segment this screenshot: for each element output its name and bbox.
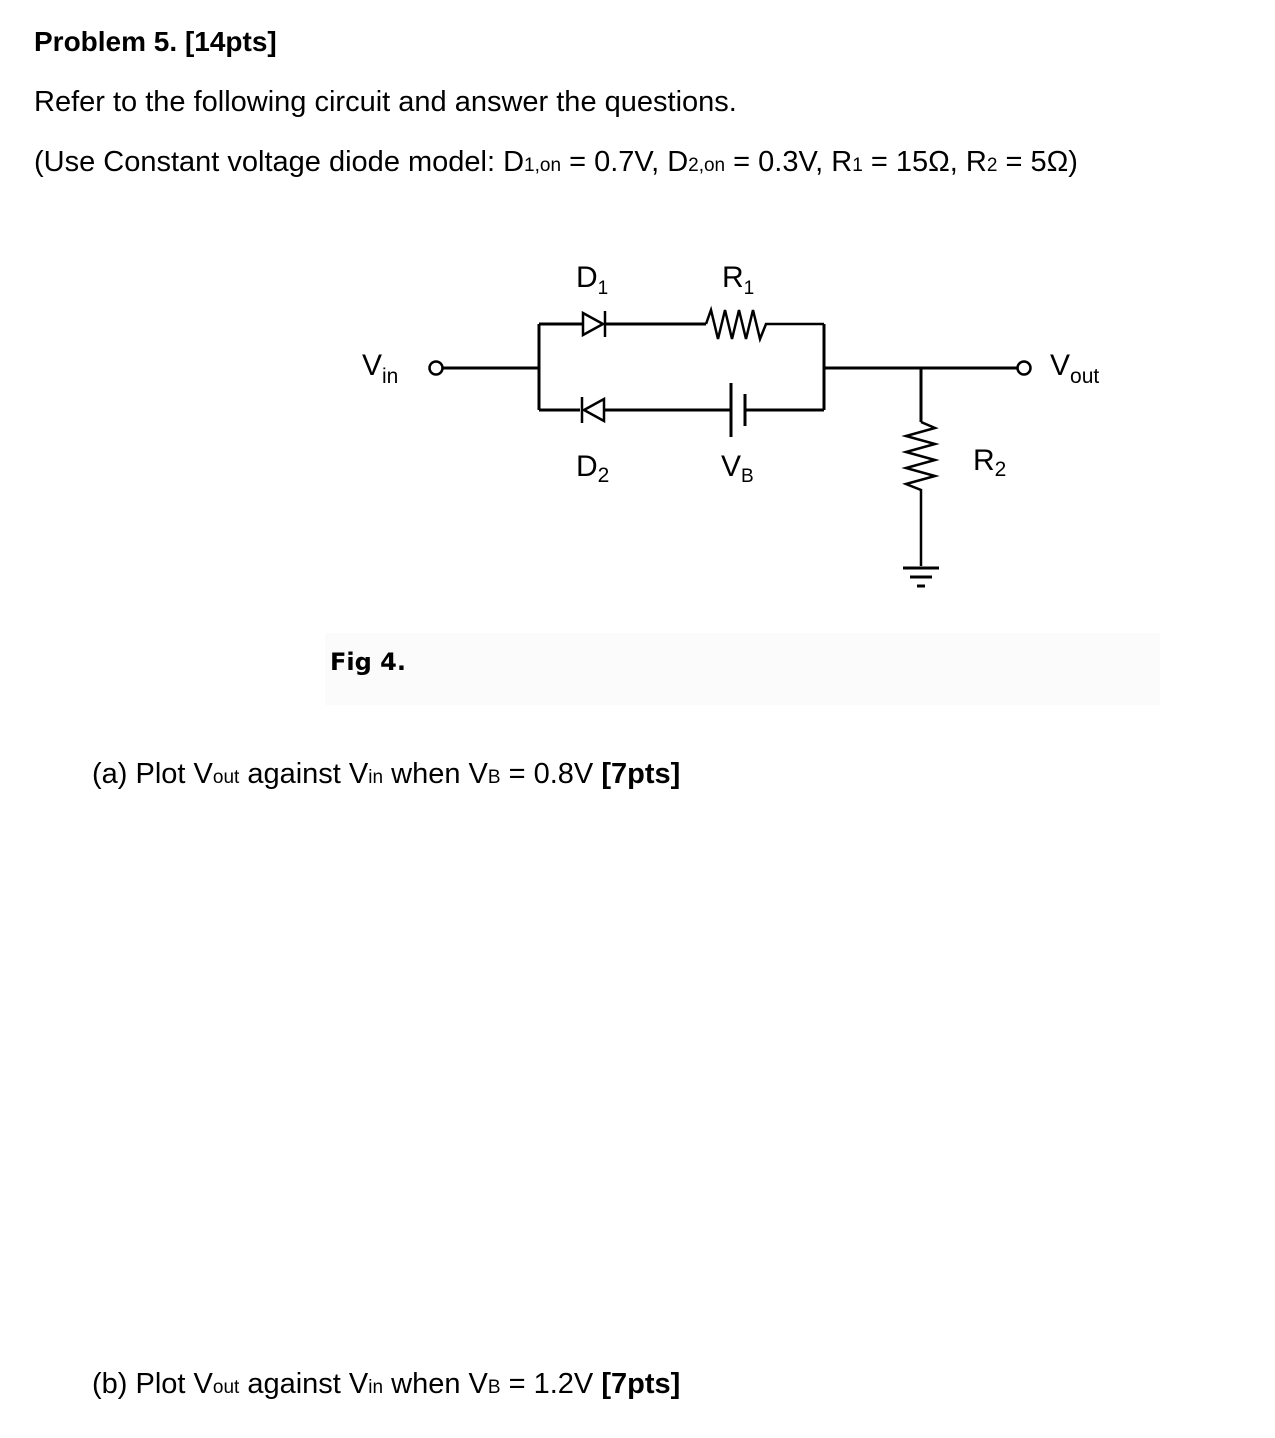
resistor-r2 [901, 420, 940, 566]
label-d1-main: D [576, 261, 598, 294]
given-text: = 5Ω) [997, 146, 1078, 178]
label-d2: D2 [576, 450, 609, 487]
question-text: when V [383, 1368, 488, 1400]
given-subscript: 1 [852, 155, 863, 176]
question-a: (a) Plot Vout against Vin when VB = 0.8V… [92, 758, 680, 791]
label-vin-sub: in [382, 365, 398, 388]
question-b: (b) Plot Vout against Vin when VB = 1.2V… [92, 1368, 680, 1401]
given-values: (Use Constant voltage diode model: D1,on… [34, 146, 1078, 179]
label-d2-main: D [576, 450, 598, 483]
diode-d1 [581, 310, 607, 338]
question-text: = 1.2V [500, 1368, 602, 1400]
question-text: when V [383, 758, 488, 790]
label-vb-sub: B [741, 466, 754, 487]
label-vout: Vout [1050, 349, 1099, 388]
ground-symbol [903, 566, 939, 588]
label-r1: R1 [722, 261, 754, 299]
label-vb-main: V [721, 450, 741, 483]
problem-title: Problem 5. [14pts] [34, 26, 277, 57]
label-r2-main: R [973, 444, 995, 477]
question-text: against V [239, 1368, 369, 1400]
given-text: = 0.7V, D [561, 146, 689, 178]
vin-terminal [428, 360, 444, 376]
question-text: (a) Plot V [92, 758, 213, 790]
label-d2-sub: 2 [598, 464, 610, 487]
vout-terminal [1016, 360, 1032, 376]
label-r1-sub: 1 [744, 278, 755, 299]
question-subscript: in [368, 767, 384, 788]
question-subscript: B [487, 1377, 501, 1398]
label-d1: D1 [576, 261, 608, 299]
label-r2-sub: 2 [995, 458, 1007, 481]
battery-vb [729, 383, 747, 437]
resistor-r1 [704, 305, 824, 344]
label-vin: Vin [362, 349, 398, 388]
given-text: = 0.3V, R [725, 146, 853, 178]
diode-d2 [580, 396, 606, 424]
question-subscript: out [212, 767, 240, 788]
question-points: [7pts] [601, 1368, 681, 1400]
given-subscript: 2,on [688, 155, 726, 176]
label-vout-sub: out [1070, 365, 1099, 388]
question-text: = 0.8V [500, 758, 602, 790]
label-vb: VB [721, 450, 754, 487]
given-subscript: 1,on [524, 155, 562, 176]
circuit-diagram: Vin Vout D1 R1 D2 VB R2 [362, 261, 1099, 588]
given-text: = 15Ω, R [862, 146, 987, 178]
label-r2: R2 [973, 444, 1006, 481]
question-text: (b) Plot V [92, 1368, 213, 1400]
figure-caption-box [325, 633, 1160, 705]
question-subscript: in [368, 1377, 384, 1398]
given-text: (Use Constant voltage diode model: D [34, 146, 525, 178]
label-r1-main: R [722, 261, 744, 294]
figure-caption: Fig 4. [330, 648, 406, 676]
label-vin-main: V [362, 349, 382, 382]
question-text: against V [239, 758, 369, 790]
label-d1-sub: 1 [598, 278, 609, 299]
given-subscript: 2 [986, 155, 998, 176]
question-points: [7pts] [601, 758, 681, 790]
problem-intro: Refer to the following circuit and answe… [34, 86, 737, 118]
question-subscript: B [487, 767, 501, 788]
question-subscript: out [212, 1377, 240, 1398]
label-vout-main: V [1050, 349, 1070, 382]
